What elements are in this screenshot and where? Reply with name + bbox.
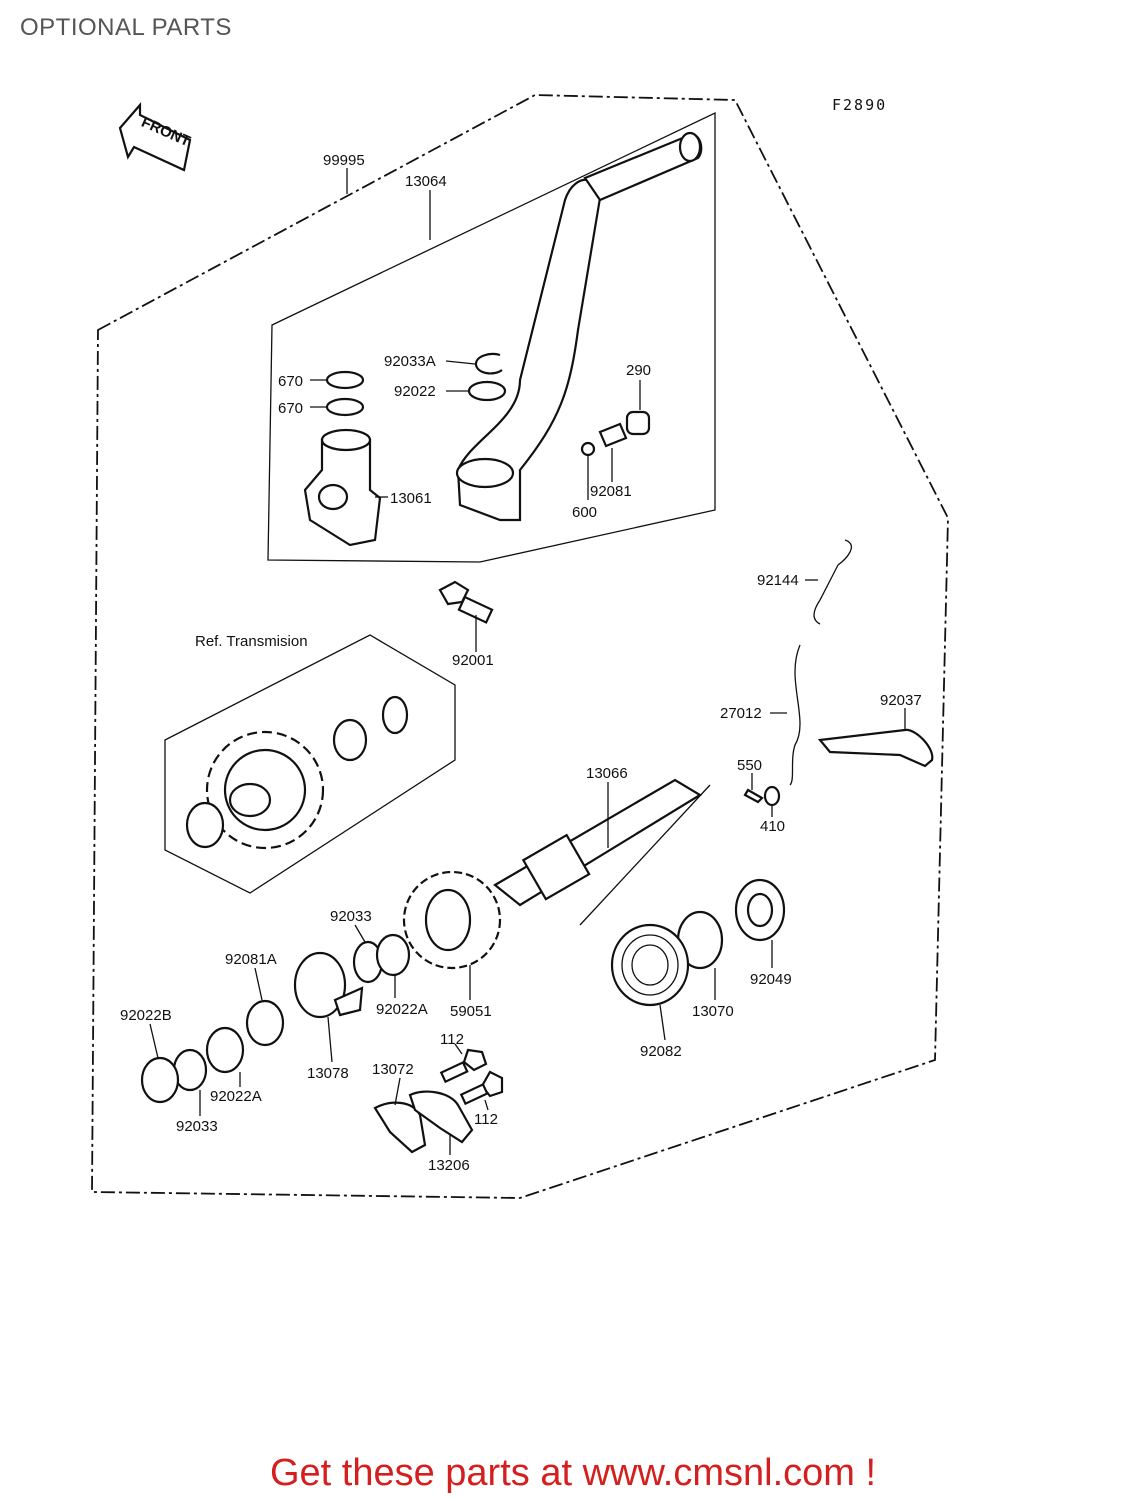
callout-13206: 13206 [428,1157,470,1174]
callout-92022a-a: 92022A [376,1001,428,1018]
washer-92022b [140,1056,180,1104]
callout-92037: 92037 [880,692,922,709]
cotter-pin-550 [743,788,764,804]
kit-boundary [91,94,949,1199]
kick-shaft-13066 [493,778,711,926]
spring-92081 [598,422,628,448]
callout-13078: 13078 [307,1065,349,1082]
o-ring-lower [325,397,365,417]
callout-92033-b: 92033 [176,1118,218,1135]
kick-pedal-lever [455,131,703,522]
ref-transmission-label: Ref. Transmision [195,633,308,650]
ratchet-13078 [293,951,364,1019]
callout-92001: 92001 [452,652,494,669]
callout-550: 550 [737,757,762,774]
washer-92022a-lower [205,1026,245,1074]
kick-shaft-housing [303,428,382,547]
callout-92033a: 92033A [384,353,436,370]
callout-112-a: 112 [440,1031,464,1048]
exploded-parts-diagram: FRONT [91,94,949,1199]
o-ring-upper [325,370,365,390]
callout-92049: 92049 [750,971,792,988]
bolt-112-upper [439,1048,488,1084]
callout-13061: 13061 [390,490,432,507]
callout-410: 410 [760,818,785,835]
callout-92144: 92144 [757,572,799,589]
callout-92082: 92082 [640,1043,682,1060]
callout-290: 290 [626,362,651,379]
callout-13066: 13066 [586,765,628,782]
footer-link[interactable]: Get these parts at www.cmsnl.com ! [269,1452,877,1494]
circlip-92033a [474,352,503,375]
callout-600: 600 [572,504,597,521]
spring-92081a [245,999,285,1047]
figure-code: F2890 [832,96,888,114]
plate-13072 [373,1101,427,1154]
callout-670-a: 670 [278,373,303,390]
bracket-92037 [817,728,934,768]
callout-13070: 13070 [692,1003,734,1020]
bolt-112-lower [459,1070,504,1106]
washer-92022 [467,380,507,402]
page-title: OPTIONAL PARTS [20,14,232,41]
callout-92022: 92022 [394,383,436,400]
callout-92081a: 92081A [225,951,277,968]
callout-112-b: 112 [474,1111,498,1128]
callout-92022b: 92022B [120,1007,172,1024]
bolt-92001 [438,580,494,624]
callout-59051: 59051 [450,1003,492,1020]
ball-600 [580,441,596,457]
callout-27012: 27012 [720,705,762,722]
leader-lines [149,168,906,1155]
spring-92144 [813,539,852,625]
pedal-assembly-boundary [267,111,716,563]
kick-spring-92082 [610,923,690,1007]
callout-99995: 99995 [323,152,365,169]
callout-13064: 13064 [405,173,447,190]
callout-13072: 13072 [372,1061,414,1078]
rod-27012 [789,644,801,786]
callout-92081: 92081 [590,483,632,500]
washer-92022a-upper [375,933,411,977]
transmission-gear [185,695,409,850]
transmission-ref-box [164,634,456,894]
plate-13206 [408,1090,474,1144]
front-arrow-icon: FRONT [118,102,193,172]
callout-670-b: 670 [278,400,303,417]
washer-410 [763,785,781,807]
callout-92022a-b: 92022A [210,1088,262,1105]
cap-290 [625,410,651,436]
callout-92033-a: 92033 [330,908,372,925]
